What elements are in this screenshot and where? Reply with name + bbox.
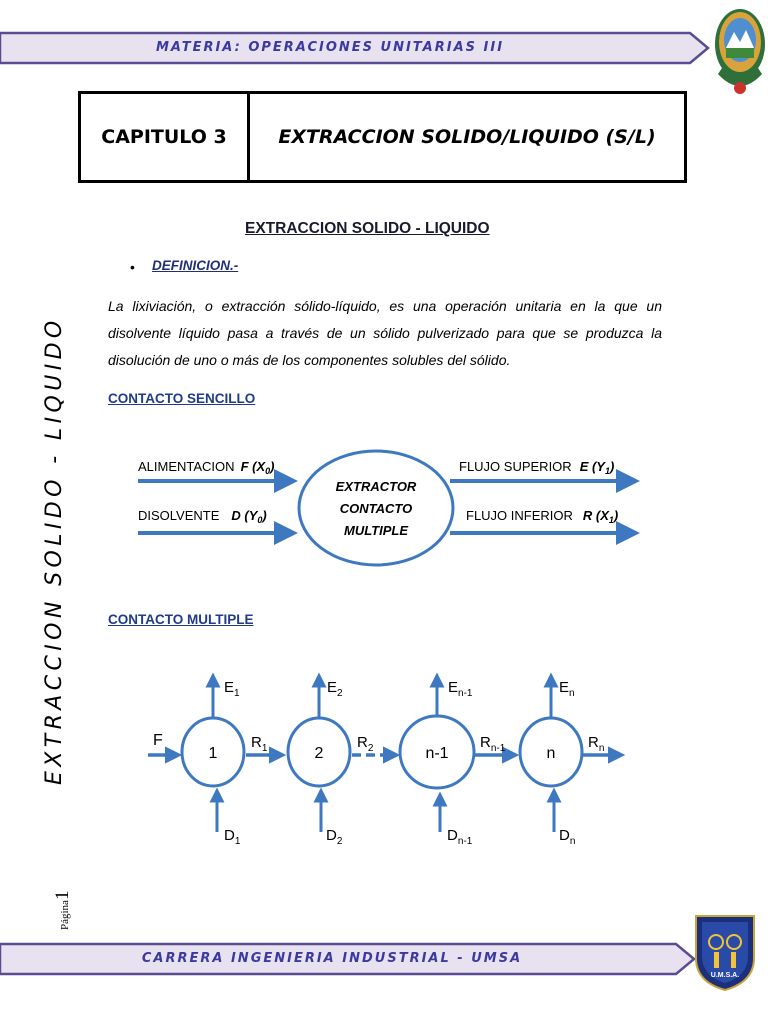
- extractor-ellipse: [297, 449, 455, 567]
- chapter-box: CAPITULO 3 EXTRACCION SOLIDO/LIQUIDO (S/…: [78, 91, 687, 183]
- extract-label-2: E2: [327, 679, 343, 699]
- industrial-engineering-logo-icon: U.M.S.A.: [695, 915, 755, 992]
- university-seal-icon: [715, 9, 765, 94]
- stage-n: [518, 716, 584, 788]
- header-banner-shape: [0, 31, 710, 65]
- logo-text: U.M.S.A.: [711, 972, 739, 979]
- solvent-label-n: Dn: [559, 827, 575, 847]
- extractor-line3: MULTIPLE: [344, 523, 408, 538]
- single-contact-heading: CONTACTO SENCILLO: [108, 391, 256, 406]
- header-subject: MATERIA: OPERACIONES UNITARIAS III: [155, 40, 505, 55]
- footer-banner: CARRERA INGENIERIA INDUSTRIAL - UMSA: [0, 942, 700, 976]
- definition-text: La lixiviación, o extracción sólido-líqu…: [108, 298, 662, 368]
- extractor-line2: CONTACTO: [340, 501, 412, 516]
- stage-label-1: 1: [209, 745, 218, 762]
- stage-label-n: n: [547, 745, 556, 762]
- raffinate-label-2: R2: [357, 734, 374, 754]
- stage-n1: [398, 714, 476, 790]
- footer-career: CARRERA INGENIERIA INDUSTRIAL - UMSA: [141, 951, 523, 966]
- solvent-label-2: D2: [326, 827, 343, 847]
- raffinate-label-n1: Rn-1: [480, 734, 506, 754]
- section-title: EXTRACCION SOLIDO - LIQUIDO: [245, 220, 490, 237]
- multiple-contact-heading: CONTACTO MULTIPLE: [108, 612, 254, 627]
- extract-label-1: E1: [224, 679, 240, 699]
- chapter-title: EXTRACCION SOLIDO/LIQUIDO (S/L): [278, 126, 656, 148]
- chapter-number: CAPITULO 3: [81, 94, 250, 180]
- definition-heading: DEFINICION.-: [152, 258, 239, 273]
- multiple-contact-diagram: 1 2 n-1 n F E1 E2 En-1 En R1 R2 Rn-1 Rn …: [148, 672, 626, 847]
- stage-label-n1: n-1: [425, 745, 448, 762]
- bullet-icon: •: [130, 259, 135, 275]
- raffinate-label-1: R1: [251, 734, 268, 754]
- solvent-label-n1: Dn-1: [447, 827, 473, 847]
- solvent-label-1: D1: [224, 827, 241, 847]
- raffinate-label-n: Rn: [588, 734, 604, 754]
- stage-2: [286, 716, 352, 788]
- stage-label-2: 2: [315, 745, 324, 762]
- header-banner: MATERIA: OPERACIONES UNITARIAS III: [0, 31, 712, 65]
- extractor-line1: EXTRACTOR: [336, 479, 417, 494]
- feed-stream-label: F: [153, 732, 163, 749]
- extract-label-n: En: [559, 679, 575, 699]
- extract-label-n1: En-1: [448, 679, 473, 699]
- footer-banner-shape: [0, 942, 696, 976]
- stage-1: [180, 716, 246, 788]
